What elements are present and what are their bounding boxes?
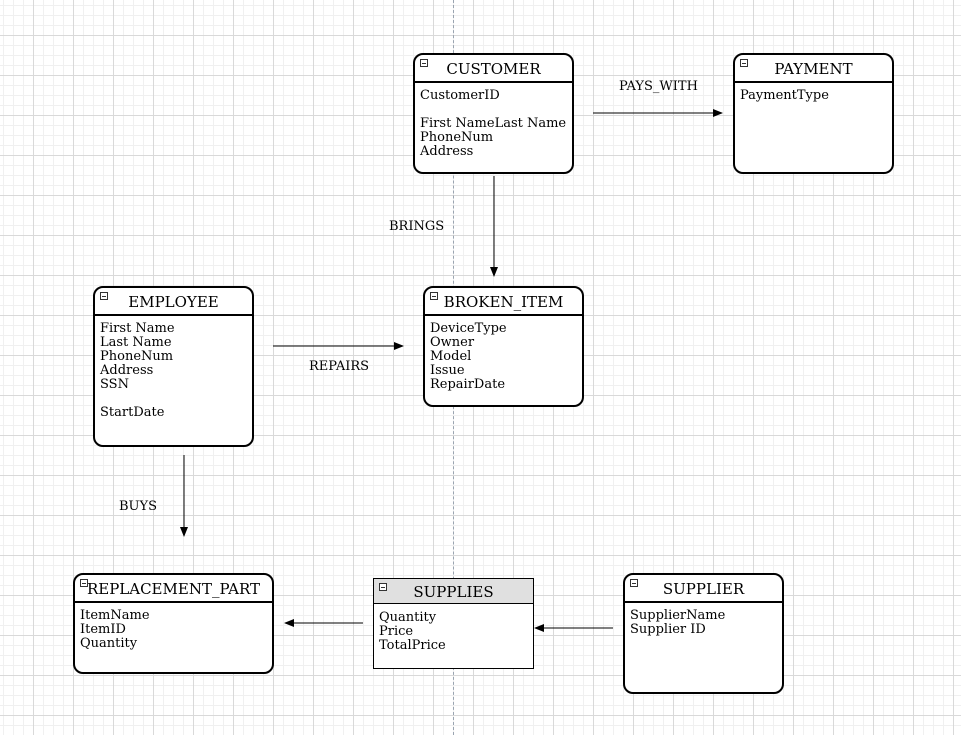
attribute: PaymentType [740, 88, 829, 103]
entity-broken-item[interactable]: BROKEN_ITEM DeviceType Owner Model Issue… [423, 286, 584, 407]
collapse-icon[interactable] [740, 59, 748, 67]
attribute-list: ItemName ItemID Quantity [75, 603, 272, 651]
relationship-label-brings: BRINGS [389, 219, 445, 234]
attribute: Owner [430, 335, 475, 350]
attribute: Address [420, 144, 474, 159]
attribute: RepairDate [430, 377, 506, 392]
attribute: Model [430, 349, 472, 364]
attribute: TotalPrice [379, 638, 446, 653]
relationship-label-repairs: REPAIRS [309, 359, 370, 374]
attribute-list: Quantity Price TotalPrice [374, 604, 533, 653]
entity-customer[interactable]: CUSTOMER CustomerID First NameLast Name … [413, 53, 574, 174]
entity-title: SUPPLIES [374, 579, 533, 604]
entity-payment[interactable]: PAYMENT PaymentType [733, 53, 894, 174]
attribute: CustomerID [420, 88, 500, 103]
entity-supplier[interactable]: SUPPLIER SupplierName Supplier ID [623, 573, 784, 694]
collapse-icon[interactable] [630, 579, 638, 587]
attribute: StartDate [100, 405, 165, 420]
attribute: Last Name [100, 335, 172, 350]
attribute: First Name [100, 321, 175, 336]
entity-title: SUPPLIER [625, 575, 782, 603]
attribute: Quantity [379, 610, 437, 625]
attribute: PhoneNum [100, 349, 174, 364]
collapse-icon[interactable] [80, 579, 88, 587]
entity-title: PAYMENT [735, 55, 892, 83]
attribute: Supplier ID [630, 622, 706, 637]
entity-replacement-part[interactable]: REPLACEMENT_PART ItemName ItemID Quantit… [73, 573, 274, 674]
collapse-icon[interactable] [100, 292, 108, 300]
attribute-list: DeviceType Owner Model Issue RepairDate [425, 316, 582, 392]
entity-title: CUSTOMER [415, 55, 572, 83]
attribute: PhoneNum [420, 130, 494, 145]
attribute-list: CustomerID First NameLast Name PhoneNum … [415, 83, 572, 159]
attribute: SSN [100, 377, 129, 392]
attribute: Issue [430, 363, 465, 378]
attribute-list: SupplierName Supplier ID [625, 603, 782, 637]
attribute-list: PaymentType [735, 83, 892, 103]
entity-title: EMPLOYEE [95, 288, 252, 316]
entity-employee[interactable]: EMPLOYEE First Name Last Name PhoneNum A… [93, 286, 254, 447]
entity-supplies[interactable]: SUPPLIES Quantity Price TotalPrice [373, 578, 534, 669]
collapse-icon[interactable] [420, 59, 428, 67]
collapse-icon[interactable] [379, 583, 387, 591]
attribute: ItemID [80, 622, 126, 637]
entity-title: REPLACEMENT_PART [75, 575, 272, 603]
collapse-icon[interactable] [430, 292, 438, 300]
relationship-label-buys: BUYS [119, 499, 157, 514]
attribute: Address [100, 363, 154, 378]
attribute-list: First Name Last Name PhoneNum Address SS… [95, 316, 252, 420]
attribute: DeviceType [430, 321, 507, 336]
attribute: Price [379, 624, 414, 639]
attribute: First NameLast Name [420, 116, 567, 131]
attribute: Quantity [80, 636, 138, 651]
attribute: SupplierName [630, 608, 726, 623]
relationship-label-pays-with: PAYS_WITH [619, 79, 698, 94]
attribute: ItemName [80, 608, 150, 623]
entity-title: BROKEN_ITEM [425, 288, 582, 316]
